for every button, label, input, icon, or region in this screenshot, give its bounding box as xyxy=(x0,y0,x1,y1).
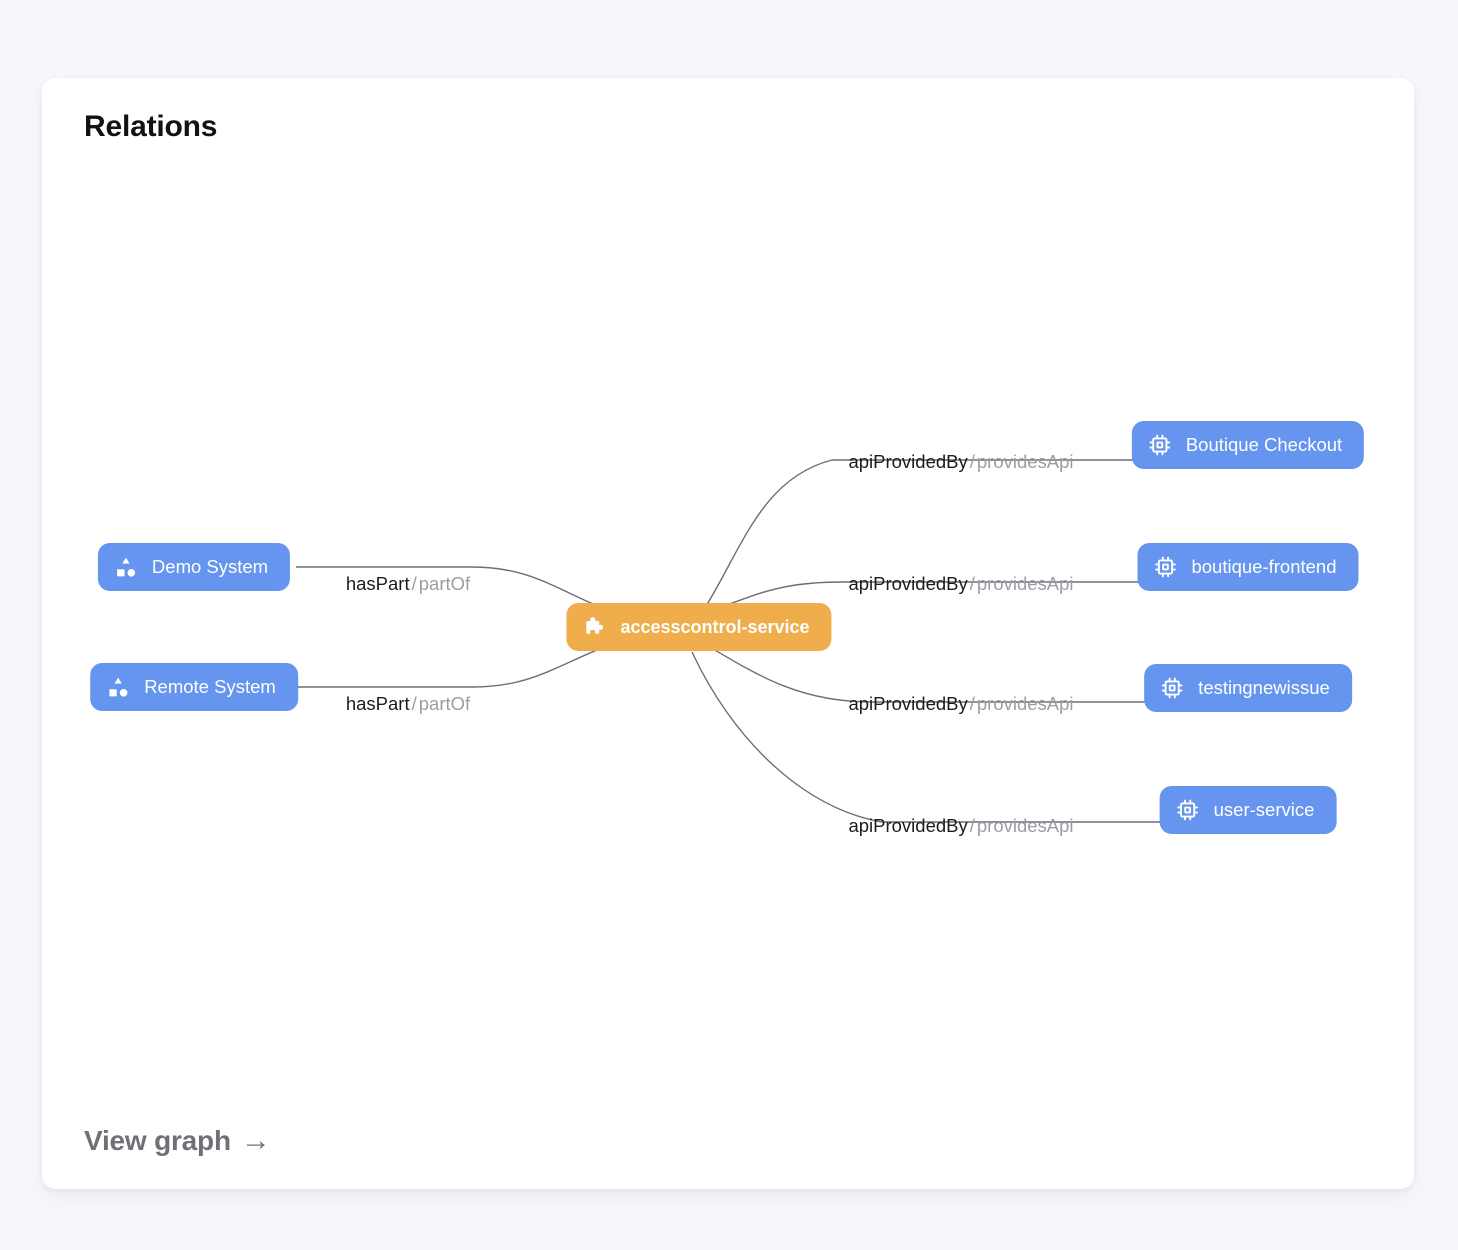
page-title: Relations xyxy=(84,110,218,143)
edge-label-reverse: partOf xyxy=(418,692,471,714)
shapes-icon xyxy=(117,557,136,577)
edge-label-reverse: providesApi xyxy=(976,692,1074,714)
graph-node-accesscontrol-service[interactable]: accesscontrol-service xyxy=(566,603,832,651)
edge-label-forward: apiProvidedBy xyxy=(848,572,968,594)
graph-node-testingnewissue[interactable]: testingnewissue xyxy=(1144,664,1352,712)
edge-label-reverse: partOf xyxy=(418,572,471,594)
graph-node-boutique-checkout[interactable]: Boutique Checkout xyxy=(1131,421,1365,469)
graph-node-label: boutique-frontend xyxy=(1191,555,1337,577)
edge-label-demo-system: hasPart/partOf xyxy=(345,572,471,594)
view-graph-label: View graph xyxy=(84,1125,231,1156)
edge-label-separator: / xyxy=(411,692,417,714)
puzzle-piece-icon xyxy=(586,617,604,634)
edge-label-separator: / xyxy=(411,572,417,594)
chip-icon xyxy=(1161,677,1183,699)
graph-node-remote-system[interactable]: Remote System xyxy=(90,663,298,711)
edge-label-testingnewissue: apiProvidedBy/providesApi xyxy=(848,692,1074,714)
graph-node-demo-system[interactable]: Demo System xyxy=(97,543,291,591)
edge-label-remote-system: hasPart/partOf xyxy=(345,692,471,714)
edge-path-boutique-checkout xyxy=(705,459,1170,607)
graph-node-label: Demo System xyxy=(151,555,269,577)
relations-graph: Demo System Remote System accesscontrol-… xyxy=(42,78,1414,1189)
edge-label-forward: apiProvidedBy xyxy=(848,692,968,714)
edge-label-boutique-frontend: apiProvidedBy/providesApi xyxy=(848,572,1074,594)
edge-label-forward: apiProvidedBy xyxy=(848,450,968,472)
graph-node-label: testingnewissue xyxy=(1198,676,1330,698)
graph-node-boutique-frontend[interactable]: boutique-frontend xyxy=(1137,543,1359,591)
edge-label-separator: / xyxy=(969,450,975,472)
edge-path-user-service xyxy=(691,651,1182,823)
graph-node-label: Remote System xyxy=(144,675,276,697)
graph-node-label: user-service xyxy=(1213,798,1315,820)
edge-label-user-service: apiProvidedBy/providesApi xyxy=(848,814,1074,836)
edge-label-boutique-checkout: apiProvidedBy/providesApi xyxy=(848,450,1074,472)
edge-label-reverse: providesApi xyxy=(976,814,1074,836)
edge-label-forward: apiProvidedBy xyxy=(848,814,968,836)
chip-icon xyxy=(1155,556,1176,578)
view-graph-link[interactable]: View graph → xyxy=(84,1125,271,1157)
edge-label-reverse: providesApi xyxy=(976,572,1074,594)
arrow-right-icon: → xyxy=(240,1124,271,1157)
edge-path-testingnewissue xyxy=(707,645,1170,703)
edge-label-separator: / xyxy=(969,692,975,714)
shapes-icon xyxy=(109,677,128,697)
edge-label-separator: / xyxy=(969,572,975,594)
edge-label-forward: hasPart xyxy=(345,692,410,714)
graph-node-label: Boutique Checkout xyxy=(1185,433,1343,455)
graph-node-user-service[interactable]: user-service xyxy=(1159,786,1337,834)
graph-node-label: accesscontrol-service xyxy=(620,617,810,637)
chip-icon xyxy=(1149,434,1171,456)
edge-label-separator: / xyxy=(969,814,975,836)
edge-label-reverse: providesApi xyxy=(976,450,1074,472)
relations-card: Relations Demo System xyxy=(42,78,1414,1189)
edge-label-forward: hasPart xyxy=(345,572,410,594)
chip-icon xyxy=(1177,799,1198,821)
